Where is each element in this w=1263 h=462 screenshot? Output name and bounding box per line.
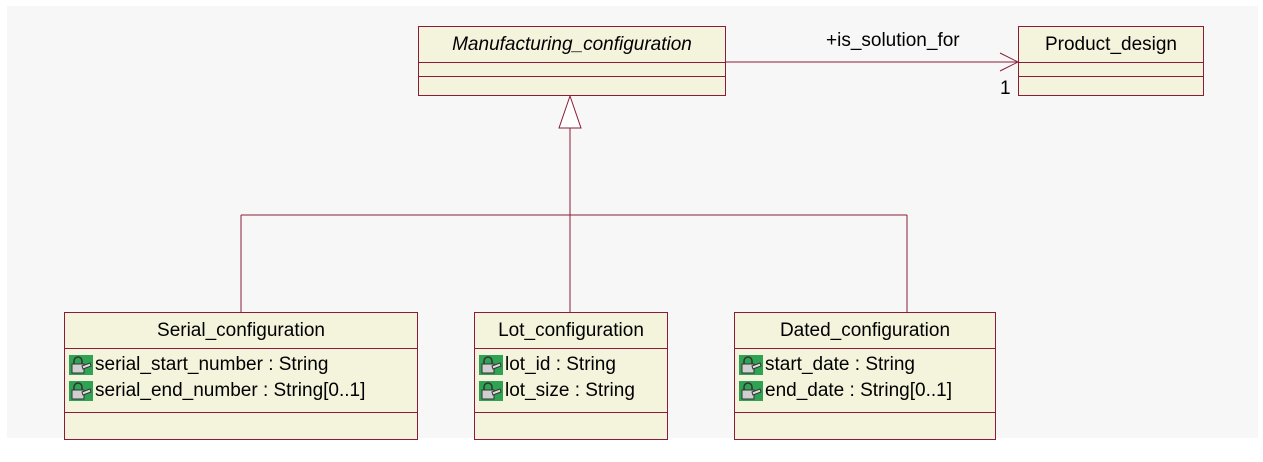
attribute-row[interactable]: serial_end_number : String[0..1] <box>65 378 417 404</box>
private-attribute-lock-icon <box>739 355 763 375</box>
class-name: Product_design <box>1019 27 1203 63</box>
attribute-text: serial_end_number : String[0..1] <box>95 380 366 401</box>
attribute-compartment: serial_start_number : String serial_end_… <box>65 349 417 413</box>
attribute-row[interactable]: serial_start_number : String <box>65 352 417 378</box>
private-attribute-lock-icon <box>479 381 503 401</box>
class-serial-configuration[interactable]: Serial_configuration serial_start_number… <box>64 312 418 440</box>
private-attribute-lock-icon <box>69 381 93 401</box>
attribute-compartment: start_date : String end_date : String[0.… <box>735 349 995 413</box>
attribute-row[interactable]: start_date : String <box>735 352 995 378</box>
attribute-text: start_date : String <box>765 354 915 375</box>
class-product-design[interactable]: Product_design <box>1018 26 1204 96</box>
class-name: Dated_configuration <box>735 313 995 349</box>
attribute-text: serial_start_number : String <box>95 354 329 375</box>
class-name: Manufacturing_configuration <box>419 27 725 63</box>
class-lot-configuration[interactable]: Lot_configuration lot_id : String lot_si… <box>474 312 668 440</box>
attribute-text: end_date : String[0..1] <box>765 380 952 401</box>
private-attribute-lock-icon <box>479 355 503 375</box>
class-name: Serial_configuration <box>65 313 417 349</box>
attribute-compartment <box>1019 63 1203 77</box>
private-attribute-lock-icon <box>739 381 763 401</box>
class-dated-configuration[interactable]: Dated_configuration start_date : String … <box>734 312 996 440</box>
private-attribute-lock-icon <box>69 355 93 375</box>
attribute-row[interactable]: lot_id : String <box>475 352 667 378</box>
class-manufacturing-configuration[interactable]: Manufacturing_configuration <box>418 26 726 96</box>
association-role-label: +is_solution_for <box>826 30 960 51</box>
attribute-row[interactable]: end_date : String[0..1] <box>735 378 995 404</box>
association-multiplicity: 1 <box>1000 78 1011 99</box>
generalization-triangle <box>558 94 582 129</box>
attribute-row[interactable]: lot_size : String <box>475 378 667 404</box>
attribute-compartment <box>419 63 725 77</box>
class-name: Lot_configuration <box>475 313 667 349</box>
attribute-compartment: lot_id : String lot_size : String <box>475 349 667 413</box>
attribute-text: lot_id : String <box>505 354 616 375</box>
attribute-text: lot_size : String <box>505 380 635 401</box>
